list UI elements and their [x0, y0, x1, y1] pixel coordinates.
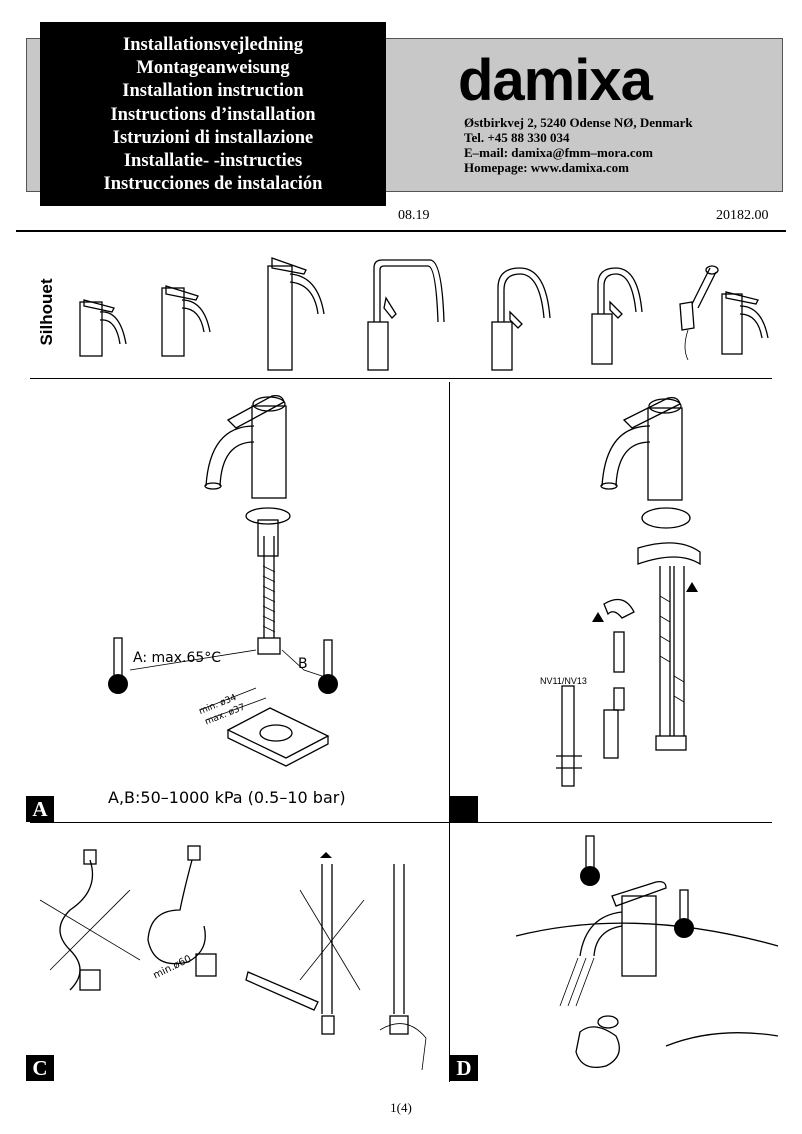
panel-b-drawing [556, 396, 701, 787]
straight-hose-wrong [245, 864, 365, 1035]
title-fr: Instructions d’installation [110, 104, 316, 125]
temp-max-label: A: max.65°C [133, 650, 222, 666]
faucet-silhouette-6 [591, 267, 643, 365]
homepage-line: Homepage: www.damixa.com [464, 160, 630, 175]
faucet-silhouette-4 [367, 259, 445, 371]
title-it: Istruzioni di installazione [112, 127, 314, 148]
tag-c: C [26, 1055, 54, 1081]
title-da: Installationsvejledning [123, 35, 303, 55]
washer-plate [199, 687, 330, 767]
title-box: Installationsvejledning Montageanweisung… [40, 22, 386, 206]
title-en: Installation instruction [122, 81, 304, 102]
straight-hose-correct [379, 864, 427, 1071]
email-line: E–mail: damixa@fmm–mora.com [464, 145, 654, 160]
tool-label: NV11/NV13 [540, 676, 587, 686]
silhouet-rule [30, 378, 772, 379]
hand-aerator [575, 1015, 620, 1069]
address-line: Østbirkvej 2, 5240 Odense NØ, Denmark [464, 115, 693, 130]
faucet-silhouette-1 [79, 299, 127, 357]
faucet-d [579, 880, 667, 977]
panel-d-drawing [515, 835, 779, 1069]
document-date: 08.19 [398, 208, 430, 223]
water-stream [559, 957, 595, 1007]
hoses-b [655, 566, 687, 751]
brand-logo: damixa [458, 48, 653, 113]
b-label: B [298, 656, 308, 672]
sink-basin [515, 922, 779, 1047]
fixing-parts [603, 598, 635, 759]
faucet-silhouette-5 [491, 267, 551, 371]
faucet-b [600, 396, 691, 529]
hose-s-bend-wrong [39, 849, 141, 991]
title-es: Instrucciones de instalación [103, 174, 323, 195]
tag-d: D [450, 1055, 478, 1081]
thermometer-a-hot [108, 637, 128, 694]
pressure-label: A,B:50–1000 kPa (0.5–10 bar) [108, 788, 346, 807]
title-nl: Installatie- -instructies [123, 151, 303, 172]
faucet-silhouettes [79, 257, 769, 371]
hose-loop-correct [147, 845, 217, 977]
faucet-silhouette-7 [679, 265, 769, 361]
document-number: 20182.00 [716, 208, 769, 223]
tag-a: A [26, 796, 54, 822]
panel-a-drawing [108, 394, 338, 767]
page-number: 1(4) [390, 1100, 412, 1115]
phone-line: Tel. +45 88 330 034 [464, 130, 570, 145]
wrench-tool [556, 685, 582, 787]
header-rule [16, 230, 786, 232]
countertop-section [637, 542, 701, 566]
thermometer-d-cold [674, 889, 694, 938]
mid-rule [30, 822, 772, 823]
faucet-silhouette-3 [267, 257, 325, 371]
faucet-silhouette-2 [161, 285, 211, 357]
tag-b [450, 796, 478, 822]
hoses-a [257, 536, 281, 655]
title-de: Montageanweisung [136, 58, 290, 79]
silhouet-label: Silhouet [37, 278, 56, 346]
faucet-a [204, 394, 291, 557]
thermometer-d-hot [580, 835, 600, 886]
panel-divider [449, 382, 450, 1082]
thermometer-b-cold [318, 639, 338, 694]
panel-c-drawing [39, 845, 427, 1071]
